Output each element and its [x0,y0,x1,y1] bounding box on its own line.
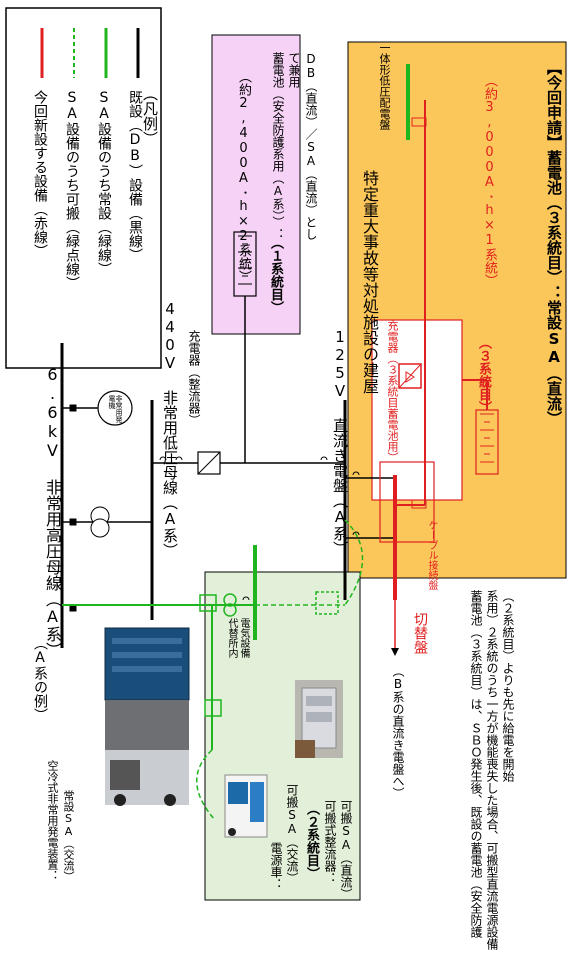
system-label: （A系の例） [32,636,48,722]
charger3-symbol [398,363,422,389]
breaker-symbols [69,404,360,612]
aircooled-gen-line2: 常設SA（交流） [62,790,75,882]
substitute-label-2: 電気設備 [238,618,249,658]
battery-group1-capacity: （約2,400A･h×2系統） [236,70,251,283]
facility-battery3-heading: （３系統目） [476,336,491,414]
power-truck-image [224,774,268,838]
legend [5,7,162,369]
switch-panel-label: 切替盤 [412,612,428,654]
legend-item-sa-permanent-text: SA設備のうち常設（緑線） [96,90,112,276]
portable-rectifier-label-1: 可搬式整流器： [323,800,337,884]
charger3-box [371,319,463,501]
cable-connector-label: ケーブル接続盤 [426,520,437,590]
facility-charger-label: 充電器（３系統目蓄電池用） [386,320,399,463]
footnote-line2: 系用）２系統のうち一方が機能喪失した場合、可搬型直流電源設備 [485,590,499,950]
legend-item-sa-portable-text: SA設備のうち可搬（緑点線） [64,90,80,290]
portable-rectifier-label-2: 可搬SA（直流） [339,800,353,900]
charger-rectifier-label: 充電器（整流器） [187,330,201,426]
aircooled-gen-line1: 空冷式非常用発電装置： [46,760,59,881]
footnote-line3: （２系統目）よりも先に給電を開始 [501,590,515,782]
switch-panel-box [379,461,435,543]
facility-title: 特定重大事故等対処施設の建屋 [360,170,379,394]
emergency-generator-label: 非常用発電機 [108,395,123,423]
facility-bottom-label: 【今回申請】蓄電池（３系統目）：常設SA（直流） [545,60,563,426]
facility-lv-panel-label: 一体形低圧配電盤 [378,42,391,130]
dc-bus-label: 125V 直流き電盤（A系） [331,328,349,556]
battery-group1-desc2: DB（直流）／SA（直流）として兼用 [287,52,318,240]
aircooled-generator-truck-image [104,627,190,806]
power-truck-label-2: 可搬SA（交流） [285,784,299,884]
legend-item-existing-text: 既設（DB）設備（黒線） [127,90,143,262]
portable-rectifier-image [295,680,343,758]
battery-group1-desc1: 蓄電池（安全防護系用（A系））： [271,52,285,240]
footnote-line1: 蓄電池（３系統目）は、ＳＢＯ発生後、既設の蓄電池（安全防護 [469,590,483,938]
emergency-generator-icon [97,390,133,426]
hv-bus-label: 6.6kV 非常用高圧母線（A系） [43,365,62,658]
group2-heading: （２系統目） [304,802,319,880]
battery-group1-heading: （１系統目） [268,236,283,314]
bsys-label: （B系の直流き電盤へ） [391,665,405,799]
lv-bus-label: 440V 非常用低圧母線（A系） [161,300,179,558]
power-truck-label-1: 電源車： [269,842,283,890]
legend-title: （凡例） [141,86,159,146]
legend-item-new-text: 今回新設する設備（赤線） [32,90,48,258]
substitute-label-1: 代替所内 [226,618,237,658]
portable-rectifier-icon [315,591,339,615]
facility-battery3-capacity: （約3,000A･h×1系統） [482,74,497,287]
